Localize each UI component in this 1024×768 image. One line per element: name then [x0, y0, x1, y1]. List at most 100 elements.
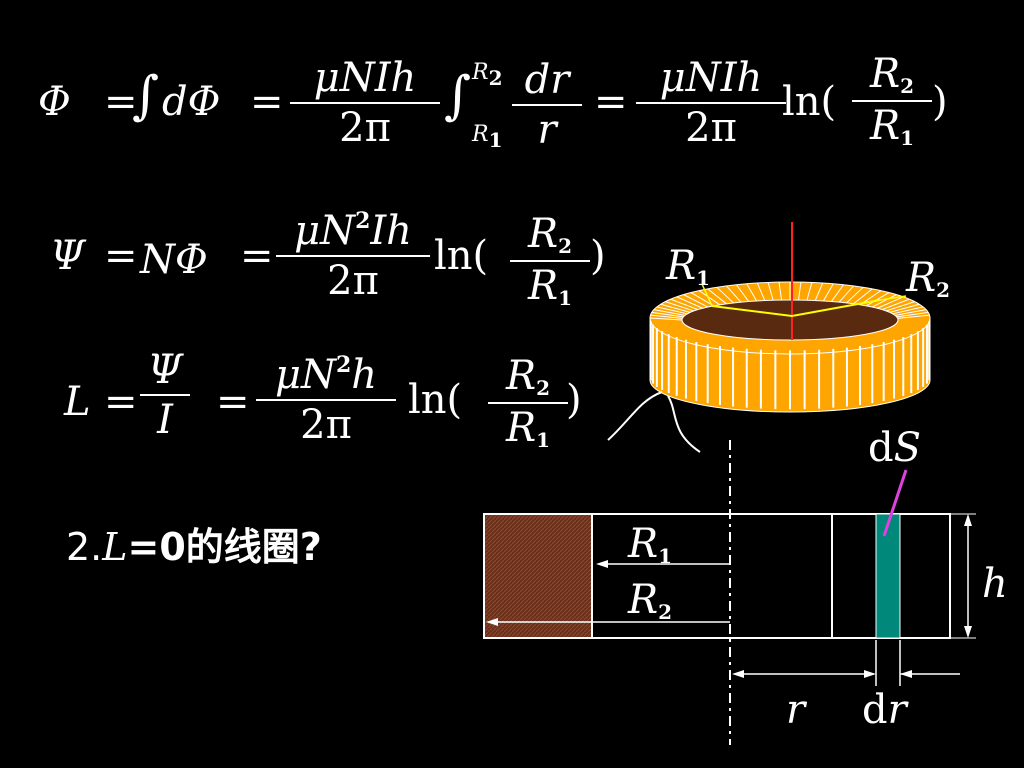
winding-line-top	[886, 301, 915, 312]
winding-line-top	[897, 314, 930, 319]
limit-sub: 1	[488, 128, 503, 152]
denominator: R1	[527, 263, 573, 310]
fraction-bar	[852, 100, 932, 102]
fraction-munih-2pi: μNIh 2π	[636, 58, 786, 148]
label-r2-top: R2	[906, 255, 951, 302]
denominator: R1	[869, 103, 915, 150]
label-r: r	[786, 687, 806, 733]
winding-line-top	[676, 296, 703, 309]
winding-line-top	[871, 294, 897, 308]
winding-line-top	[778, 282, 783, 301]
hatched-section	[485, 515, 592, 637]
radius-lines	[711, 299, 881, 318]
fraction-psi-i: Ψ I	[140, 350, 190, 440]
fraction-bar	[140, 394, 190, 396]
numerator: R2	[527, 211, 573, 258]
question-text: 2.L=0的线圈?	[66, 525, 322, 569]
label-h: h	[982, 561, 1008, 607]
toroid-coil	[649, 281, 931, 413]
winding-line-top	[651, 311, 684, 318]
winding-line-top	[896, 311, 929, 318]
ds-pointer	[882, 469, 908, 537]
ln-open: ln(	[408, 377, 463, 423]
winding-line-top	[665, 301, 694, 312]
fraction-bar	[636, 102, 786, 104]
winding-line-top	[690, 292, 714, 307]
winding-line-top	[756, 282, 766, 301]
denominator: 2π	[327, 258, 379, 304]
winding-line-top	[650, 314, 683, 319]
winding-line-top	[892, 306, 924, 315]
equals-sign: =	[240, 233, 274, 279]
fraction-r2-r1: R2 R1	[852, 54, 932, 148]
fraction-r2-r1: R2 R1	[510, 214, 590, 308]
label-dr: dr	[862, 687, 907, 733]
l-symbol: L	[64, 379, 91, 425]
winding-line-top	[830, 284, 844, 302]
denominator: r	[537, 107, 557, 153]
integral-upper-limit: R2	[472, 62, 503, 90]
fraction-bar	[256, 399, 396, 401]
winding-line-top	[846, 286, 864, 304]
winding-line-top	[767, 282, 774, 301]
integral-sign: ∫	[444, 66, 472, 126]
fraction-bar	[510, 260, 590, 262]
paren-close: )	[932, 79, 948, 125]
fraction-bar	[276, 255, 430, 257]
winding-line-top	[683, 294, 709, 308]
numerator: Ψ	[147, 347, 183, 393]
lead-wire	[667, 395, 701, 453]
winding-line-top	[653, 309, 686, 316]
equals-sign: =	[250, 79, 284, 125]
cross-section	[483, 513, 951, 639]
fraction-mun2h-2pi: μN2h 2π	[256, 354, 396, 445]
paren-close: )	[590, 233, 606, 279]
equals-sign: =	[104, 379, 138, 425]
label-r1-section: R1	[628, 521, 673, 568]
winding-line-top	[894, 309, 927, 316]
winding-line-top	[670, 298, 699, 311]
numerator: μNIh	[659, 55, 763, 101]
equals-sign: =	[104, 79, 138, 125]
winding-line-top	[698, 290, 721, 306]
equals-sign: =	[104, 233, 138, 279]
label-r2-section: R2	[628, 577, 673, 624]
winding-line-top	[881, 298, 910, 311]
integral-lower-limit: R1	[472, 122, 503, 152]
winding-line-top	[716, 286, 734, 304]
winding-line-top	[656, 306, 688, 315]
limit-var: R	[472, 122, 489, 147]
winding-line-top	[838, 285, 854, 303]
denominator: 2π	[685, 105, 737, 151]
fraction-munih-2pi: μNIh 2π	[290, 58, 440, 148]
denominator: I	[157, 397, 173, 443]
numerator: μN2Ih	[294, 208, 412, 254]
limit-sub: 2	[488, 66, 503, 90]
fraction-bar	[488, 402, 568, 404]
lead-wire	[607, 391, 663, 441]
label-r1-top: R1	[666, 243, 711, 290]
ln-open: ln(	[782, 79, 837, 125]
dphi-term: dΦ	[162, 79, 221, 125]
denominator: 2π	[300, 402, 352, 448]
fraction-bar	[512, 104, 582, 106]
integral-sign: ∫	[132, 66, 160, 126]
fraction-dr-r: dr r	[512, 60, 582, 150]
r2-pointer	[879, 295, 907, 301]
fraction-mun2ih-2pi: μN2Ih 2π	[276, 210, 430, 301]
winding-line-top	[814, 282, 824, 301]
ln-open: ln(	[434, 233, 489, 279]
fraction-bar	[290, 102, 440, 104]
label-ds: dS	[868, 425, 922, 471]
winding-line-top	[736, 284, 750, 302]
winding-line-top	[746, 283, 758, 302]
n-phi-term: NΦ	[140, 237, 208, 283]
winding-line-top	[707, 288, 727, 305]
winding-line-top	[822, 283, 834, 302]
fraction-r2-r1: R2 R1	[488, 356, 568, 450]
winding-line-top	[806, 282, 813, 301]
numerator: μNIh	[313, 55, 417, 101]
ds-strip	[875, 513, 901, 639]
winding-line-top	[726, 285, 742, 303]
denominator: R1	[505, 405, 551, 452]
